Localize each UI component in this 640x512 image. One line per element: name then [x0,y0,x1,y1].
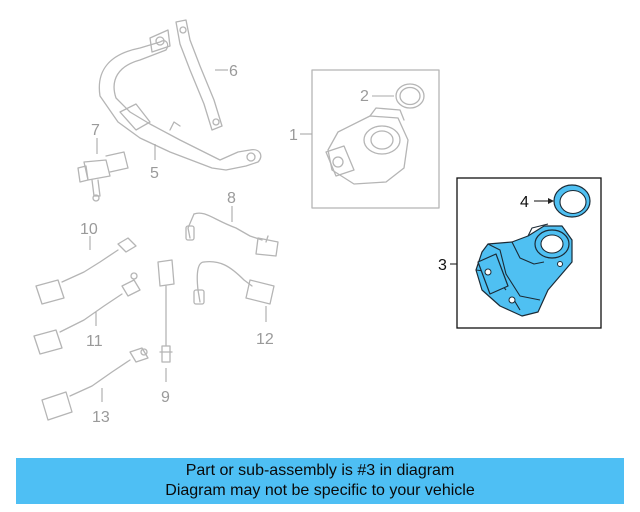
callout-11: 11 [86,333,103,350]
oxygen-sensor-11 [33,272,141,355]
callout-1: 1 [289,127,298,144]
callout-4: 4 [520,194,529,211]
callout-7: 7 [91,122,100,139]
gasket-4[interactable] [553,184,591,218]
highlighted-part-box[interactable] [456,177,602,329]
egr-pipe-assembly [98,19,262,171]
pressure-sensor [77,151,129,202]
info-banner: Part or sub-assembly is #3 in diagram Di… [16,458,624,504]
egr-valve-3[interactable] [475,223,573,317]
faded-leader-lines [89,69,394,402]
oxygen-sensor-13 [41,347,149,421]
callout-10: 10 [80,221,98,238]
banner-line-2: Diagram may not be specific to your vehi… [165,482,475,499]
sensor-9 [157,259,175,363]
callout-5: 5 [150,165,159,182]
callout-2: 2 [360,88,369,105]
temperature-sensor-8 [185,212,279,257]
callout-9: 9 [161,389,170,406]
callout-8: 8 [227,190,236,207]
callout-13: 13 [92,409,110,426]
egr-valve-reference-box [311,69,440,209]
callout-6: 6 [229,63,238,80]
sensor-12 [193,260,275,305]
oxygen-sensor-10 [35,237,137,305]
callout-12: 12 [256,331,274,348]
callout-3: 3 [438,257,447,274]
banner-line-1: Part or sub-assembly is #3 in diagram [185,462,455,479]
